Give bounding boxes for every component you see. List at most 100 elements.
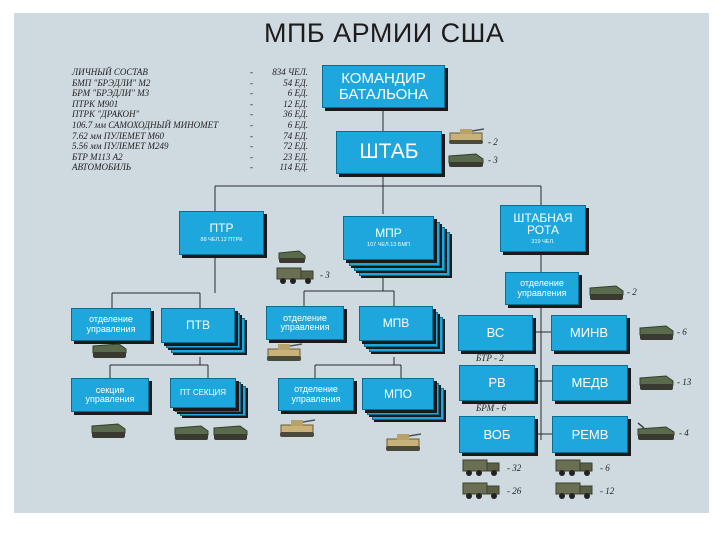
apc-icon — [91, 423, 126, 438]
rv-label: РВ — [488, 375, 506, 391]
mpo-box[interactable]: МПО — [362, 378, 434, 410]
truck-icon — [276, 267, 314, 284]
truck-icon — [462, 482, 500, 499]
mpr-sub: 107 ЧЕЛ.13 БМП — [367, 241, 410, 248]
ptv-box[interactable]: ПТВ — [161, 308, 235, 343]
remv-box[interactable]: РЕМВ — [552, 416, 628, 453]
stat-value: 72 ЕД. — [283, 141, 308, 152]
rv-box[interactable]: РВ — [459, 365, 535, 401]
minv-label: МИНВ — [569, 325, 609, 341]
hq-company-line2: РОТА — [526, 223, 559, 238]
mpr-box[interactable]: МПР 107 ЧЕЛ.13 БМП — [343, 216, 434, 260]
stat-value: 6 ЕД. — [287, 119, 308, 130]
truck-icon — [462, 459, 500, 476]
apc-icon — [213, 425, 248, 440]
medv-box[interactable]: МЕДВ — [552, 365, 628, 401]
stat-name: ПТРК М901 — [72, 98, 119, 109]
commander-line1: КОМАНДИР — [341, 69, 426, 87]
ifv-icon — [449, 128, 485, 144]
count-hq-ifv: - 2 — [488, 137, 498, 147]
vob-label: ВОБ — [483, 426, 511, 442]
stat-value: 6 ЕД. — [287, 88, 308, 99]
stat-name: БТР М113 А2 — [72, 151, 123, 162]
apc-icon — [448, 153, 484, 167]
minv-box[interactable]: МИНВ — [551, 315, 627, 351]
count-hq-apc: - 3 — [488, 155, 498, 165]
stat-value: 23 ЕД. — [283, 151, 308, 162]
ptr-control-box[interactable]: отделение управления — [71, 308, 151, 341]
brm-label: БРМ - 6 — [476, 403, 507, 413]
ptr-sub: 88 ЧЕЛ.12 ПТРК — [200, 236, 243, 243]
hqc-control-line1: отделение — [520, 278, 564, 289]
ifv-icon — [386, 433, 422, 451]
stat-name: БМП "БРЭДЛИ" М2 — [72, 77, 151, 88]
ptr-box[interactable]: ПТР 88 ЧЕЛ.12 ПТРК — [179, 211, 264, 255]
mpr-control2-line2: управления — [291, 393, 341, 404]
vs-box[interactable]: ВС — [458, 315, 533, 351]
stat-value: 54 ЕД. — [283, 77, 308, 88]
remv-label: РЕМВ — [571, 426, 609, 442]
recovery-vehicle-icon — [637, 422, 675, 440]
mpr-control-box[interactable]: отделение управления — [266, 306, 344, 340]
commander-line2: БАТАЛЬОНА — [338, 85, 429, 103]
count-remv-recovery: - 4 — [679, 428, 689, 438]
ptr-control-line1: отделение — [89, 314, 133, 325]
apc-icon — [639, 325, 674, 340]
mpr-control-line2: управления — [280, 322, 330, 332]
stat-name: 7.62 мм ПУЛЕМЕТ М60 — [72, 130, 165, 141]
stat-value: 12 ЕД. — [283, 98, 308, 109]
hqc-control-box[interactable]: отделение управления — [505, 272, 579, 305]
vs-label: ВС — [486, 325, 505, 341]
count-remv-truck1: - 6 — [600, 463, 610, 473]
stat-name: 5.56 мм ПУЛЕМЕТ М249 — [72, 141, 169, 152]
count-vob-truck2: - 26 — [507, 486, 522, 496]
apc-icon — [639, 375, 674, 390]
pt-section-box[interactable]: ПТ СЕКЦИЯ — [170, 378, 236, 408]
ptr-section-line1: секция — [95, 384, 125, 395]
count-hqc-control-apc: - 2 — [627, 287, 637, 297]
stat-value: 834 ЧЕЛ. — [272, 67, 308, 77]
truck-icon — [555, 482, 593, 499]
page-title: МПБ АРМИИ США — [264, 18, 505, 48]
count-vob-truck1: - 32 — [507, 463, 522, 473]
hqc-control-line2: управления — [517, 287, 567, 298]
apc-icon — [278, 250, 306, 263]
hq-company-line1: ШТАБНАЯ — [513, 210, 573, 225]
medv-label: МЕДВ — [571, 375, 609, 391]
apc-icon — [92, 343, 127, 358]
mpr-control2-box[interactable]: отделение управления — [278, 378, 354, 411]
hq-company-sub: 319 ЧЕЛ. — [531, 238, 555, 245]
count-medv-apc: - 13 — [677, 377, 692, 387]
ifv-icon — [280, 419, 316, 437]
hq-label: ШТАБ — [359, 140, 419, 164]
mpr-control-line1: отделение — [283, 312, 327, 323]
ptr-control-line2: управления — [86, 323, 136, 334]
ptr-section-control-box[interactable]: секция управления — [71, 378, 149, 412]
mpv-box[interactable]: МПВ — [359, 306, 433, 341]
stat-name: 106.7 мм САМОХОДНЫЙ МИНОМЕТ — [72, 119, 219, 130]
stat-value: 74 ЕД. — [283, 130, 308, 141]
ptr-label: ПТР — [209, 221, 234, 236]
hq-box[interactable]: ШТАБ — [336, 131, 442, 174]
mpr-label: МПР — [375, 226, 402, 241]
stat-value: 114 ЕД. — [279, 162, 308, 173]
commander-box[interactable]: КОМАНДИР БАТАЛЬОНА — [322, 65, 445, 108]
vob-box[interactable]: ВОБ — [459, 416, 535, 453]
stat-name: БРМ "БРЭДЛИ" М3 — [72, 88, 150, 99]
pt-section-label: ПТ СЕКЦИЯ — [179, 387, 227, 397]
stat-name: АВТОМОБИЛЬ — [72, 162, 132, 173]
hq-company-box[interactable]: ШТАБНАЯ РОТА 319 ЧЕЛ. — [500, 205, 586, 252]
stat-name: ЛИЧНЫЙ СОСТАВ — [72, 67, 148, 77]
ptr-section-line2: управления — [85, 394, 135, 404]
truck-icon — [555, 459, 593, 476]
stat-name: ПТРК "ДРАКОН" — [72, 109, 140, 120]
count-minv-apc: - 6 — [677, 327, 687, 337]
stat-value: 36 ЕД. — [283, 109, 308, 120]
count-ptr-truck: - 3 — [320, 270, 330, 280]
apc-icon — [589, 285, 624, 300]
mpv-label: МПВ — [382, 316, 410, 331]
ifv-icon — [267, 343, 303, 361]
count-remv-truck2: - 12 — [600, 486, 615, 496]
ptv-label: ПТВ — [186, 318, 210, 333]
mpo-label: МПО — [384, 386, 412, 401]
